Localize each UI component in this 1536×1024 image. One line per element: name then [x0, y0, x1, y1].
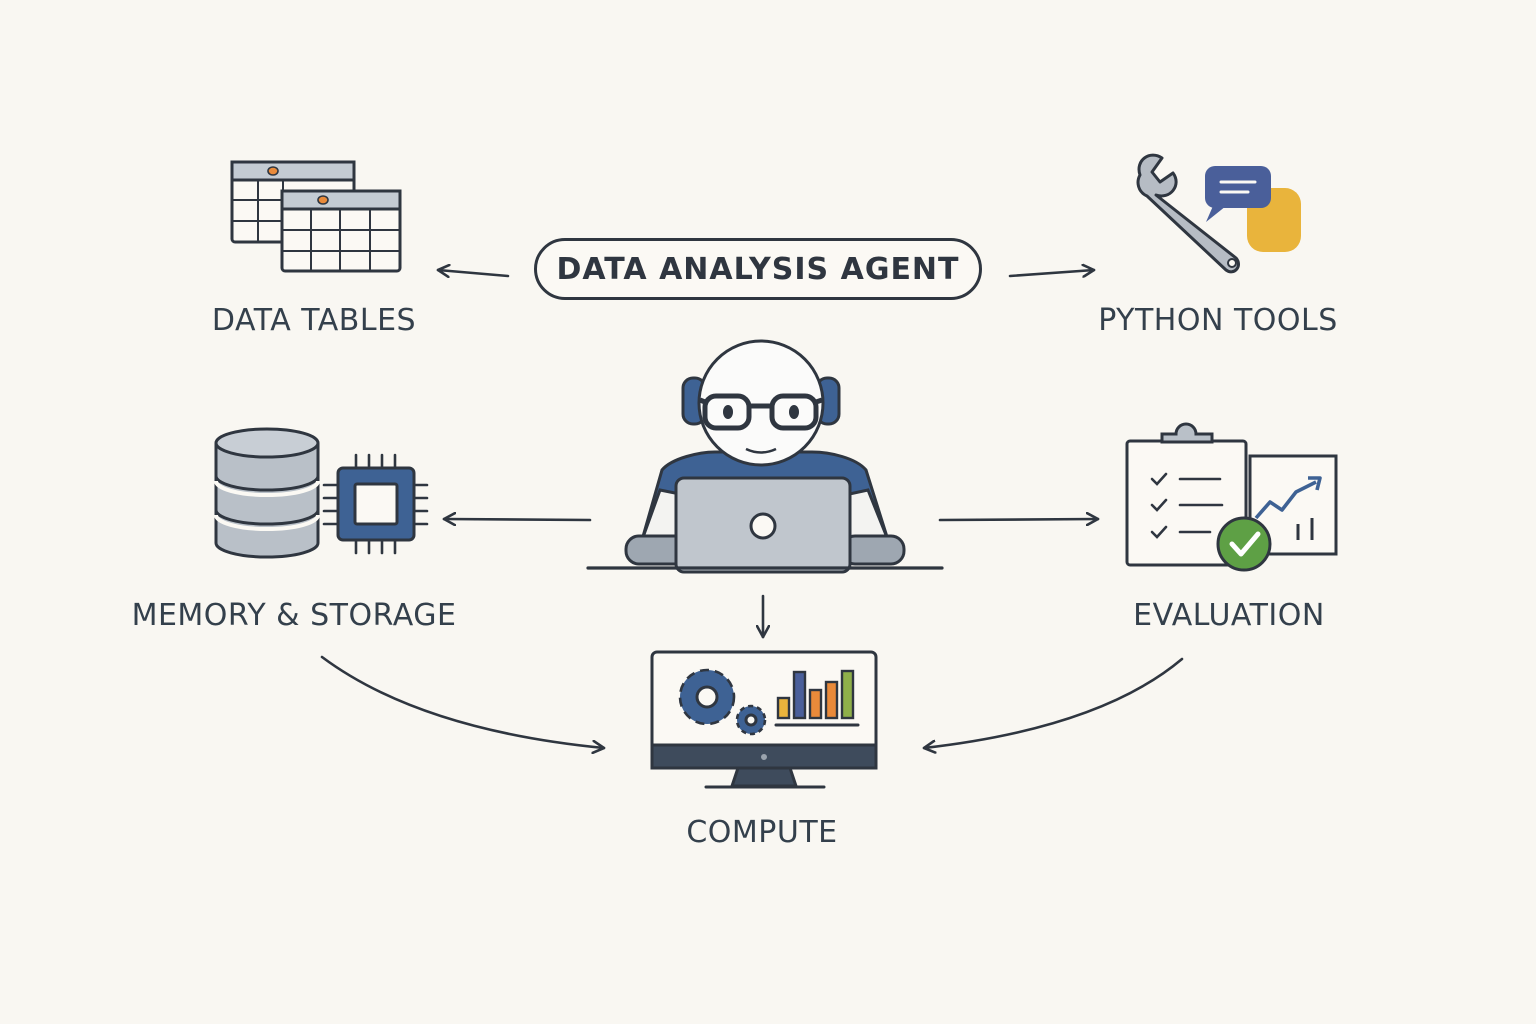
arrow-to-evaluation — [938, 519, 1100, 520]
arrow-to-python-tools — [1008, 270, 1096, 276]
arrow-memory-to-compute — [320, 655, 606, 748]
compute-icon — [650, 650, 878, 789]
gear-icon — [678, 668, 736, 726]
python-tools-icon — [1136, 153, 1301, 274]
agent-figure — [586, 339, 944, 574]
agent-title-pill: DATA ANALYSIS AGENT — [534, 238, 982, 300]
arrows — [320, 270, 1184, 748]
agent-head — [681, 339, 841, 467]
laptop-icon — [674, 476, 852, 574]
evaluation-icon — [1125, 422, 1338, 572]
data-tables-icon — [230, 160, 402, 273]
chart-card — [1248, 454, 1338, 556]
compute-label: COMPUTE — [686, 815, 838, 850]
database-icon — [214, 427, 320, 559]
arrow-evaluation-to-compute — [922, 657, 1184, 748]
evaluation-label: EVALUATION — [1133, 598, 1325, 633]
python-tools-label: PYTHON TOOLS — [1098, 303, 1338, 338]
memory-storage-label: MEMORY & STORAGE — [131, 598, 457, 633]
python-logo-icon — [1205, 166, 1301, 252]
chip-icon — [322, 453, 429, 555]
agent-title: DATA ANALYSIS AGENT — [556, 251, 960, 287]
small-gear-icon — [735, 704, 767, 736]
arrow-to-data-tables — [436, 270, 510, 276]
check-badge-icon — [1216, 516, 1272, 572]
bar-chart-icon — [774, 669, 860, 727]
arrow-to-memory-storage — [442, 519, 592, 520]
data-tables-label: DATA TABLES — [211, 303, 417, 338]
wrench-icon — [1136, 153, 1240, 274]
